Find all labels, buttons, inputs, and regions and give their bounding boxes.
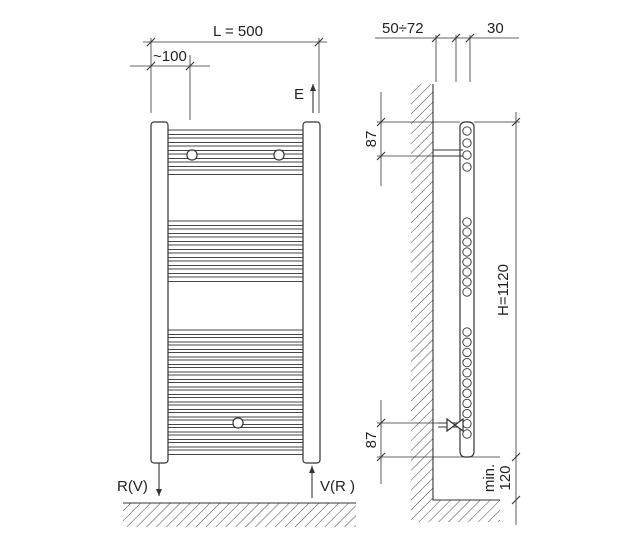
- side-view: 50÷72 30 87: [363, 20, 521, 525]
- depth-label: 30: [487, 20, 504, 37]
- bar-profile-circle: [462, 267, 472, 277]
- bar-profile-circle: [462, 217, 472, 227]
- wall-distance-dimension: 50÷72 30: [375, 20, 519, 82]
- heating-bar: [167, 276, 304, 282]
- left-pipe-label: R(V): [117, 478, 148, 495]
- vent-indicator: E: [294, 84, 316, 113]
- bar-profile-circle: [462, 150, 472, 160]
- min-label: min.: [481, 464, 498, 492]
- floor-hatch: [123, 503, 356, 527]
- heating-bar: [167, 337, 304, 343]
- heating-bar: [167, 329, 304, 335]
- bar-profile-circle: [462, 227, 472, 237]
- mount-hole-bottom: [232, 417, 244, 429]
- bar-profile-circle: [462, 337, 472, 347]
- top-bracket-dimension: 87: [363, 92, 460, 186]
- width-label: L = 500: [213, 23, 263, 40]
- heating-bar: [167, 434, 304, 440]
- bottom-valve: [438, 417, 464, 433]
- bar-profile-circle: [462, 277, 472, 287]
- right-collector: [302, 121, 321, 464]
- mount-hole-top-right: [273, 149, 285, 161]
- bottom-bracket-label: 87: [363, 432, 380, 449]
- heating-bar: [167, 352, 304, 358]
- top-bracket: [433, 149, 463, 157]
- bar-profile-circle: [462, 378, 472, 388]
- front-view: L = 500 ~100 E R(V) V: [117, 23, 356, 527]
- bar-profile-circle: [462, 419, 472, 429]
- bar-profile-circle: [462, 138, 472, 148]
- heating-bar: [167, 449, 304, 455]
- heating-bar: [167, 412, 304, 418]
- heating-bar: [167, 161, 304, 167]
- heating-bar: [167, 252, 304, 258]
- offset-dimension: ~100: [130, 48, 210, 120]
- height-dimension: H=1120 min. 120: [474, 112, 521, 525]
- bar-profile-circle: [462, 287, 472, 297]
- heating-bar: [167, 220, 304, 226]
- heating-bar: [167, 137, 304, 143]
- heating-bar: [167, 442, 304, 448]
- bar-profile-circles: [462, 126, 472, 439]
- bar-profile-circle: [462, 357, 472, 368]
- vent-label: E: [294, 86, 304, 103]
- heating-bar: [167, 236, 304, 242]
- right-pipe-label: V(R ): [320, 478, 355, 495]
- width-dimension: L = 500: [143, 23, 327, 113]
- heating-bar: [167, 359, 304, 365]
- heating-bar: [167, 367, 304, 373]
- heating-bar: [167, 344, 304, 350]
- wall-and-floor-hatch: [411, 84, 500, 522]
- heating-bars: [167, 129, 304, 455]
- bar-profile-circle: [462, 388, 472, 398]
- wall-distance-label: 50÷72: [382, 20, 424, 37]
- bar-profile-circle: [462, 368, 472, 378]
- bar-profile-circle: [462, 247, 472, 257]
- height-label: H=1120: [495, 264, 512, 316]
- bar-profile-circle: [462, 429, 472, 439]
- offset-label: ~100: [153, 48, 187, 65]
- left-pipe-connection: R(V): [117, 463, 162, 496]
- heating-bar: [167, 404, 304, 410]
- bar-profile-circle: [462, 408, 472, 419]
- left-collector: [150, 121, 169, 464]
- bar-profile-circle: [462, 126, 472, 136]
- bar-profile-circle: [462, 237, 472, 247]
- bar-profile-circle: [462, 327, 472, 337]
- heating-bar: [167, 145, 304, 151]
- bar-profile-circle: [462, 162, 472, 172]
- bar-profile-circle: [462, 398, 472, 409]
- heating-bar: [167, 389, 304, 395]
- top-bracket-label: 87: [363, 131, 380, 148]
- heating-bar: [167, 228, 304, 234]
- bar-profile-circle: [462, 257, 472, 267]
- floor-clearance-label: 120: [497, 465, 514, 490]
- heating-bar: [167, 382, 304, 388]
- wall-face-line: [432, 84, 500, 501]
- bottom-bracket-dimension: 87: [363, 400, 500, 484]
- heating-bar: [167, 268, 304, 274]
- heating-bar: [167, 397, 304, 403]
- heating-bar: [167, 129, 304, 135]
- heating-bar: [167, 260, 304, 266]
- bar-profile-circle: [462, 347, 472, 358]
- heating-bar: [167, 244, 304, 250]
- right-pipe-connection: V(R ): [309, 466, 355, 498]
- heating-bar: [167, 374, 304, 380]
- mount-hole-top-left: [186, 149, 198, 161]
- heating-bar: [167, 169, 304, 175]
